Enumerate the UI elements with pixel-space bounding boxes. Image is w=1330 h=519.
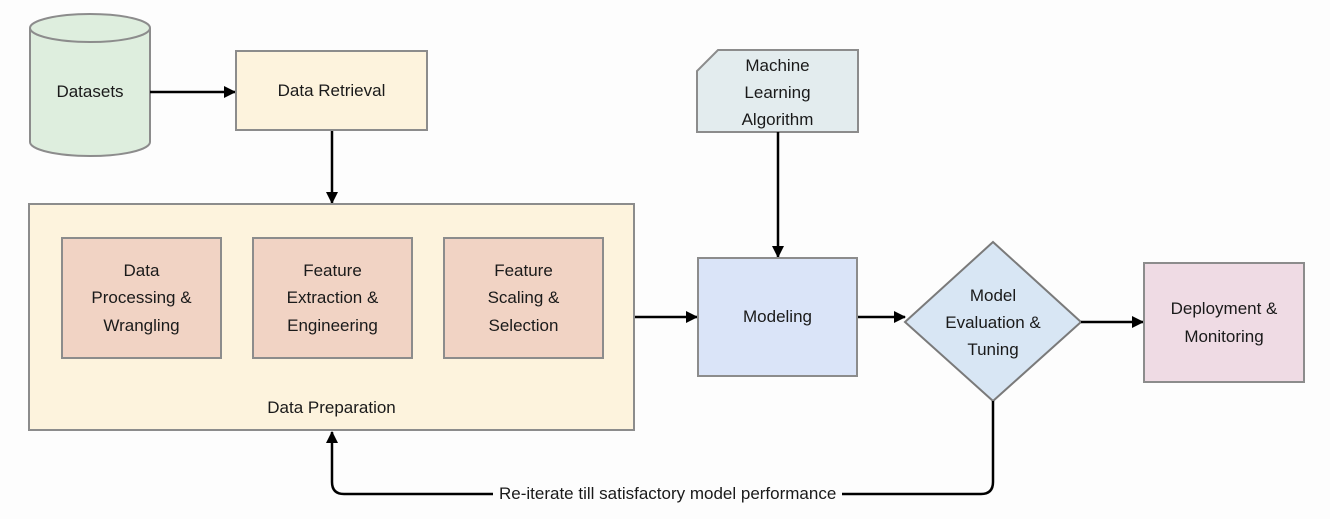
- evaluation-label: Model Evaluation & Tuning: [945, 286, 1041, 359]
- processing-wrangling-box: Data Processing & Wrangling: [61, 237, 222, 359]
- data-preparation-container: Data Processing & Wrangling Feature Extr…: [28, 203, 635, 431]
- modeling-label: Modeling: [743, 307, 812, 327]
- datasets-label: Datasets: [56, 82, 124, 101]
- deployment-label: Deployment & Monitoring: [1170, 299, 1278, 346]
- processing-wrangling-label: Data Processing & Wrangling: [91, 261, 192, 335]
- feature-scaling-box: Feature Scaling & Selection: [443, 237, 604, 359]
- feature-scaling-label: Feature Scaling & Selection: [487, 261, 560, 335]
- datasets-cylinder: [29, 13, 151, 157]
- feature-extraction-label: Feature Extraction & Engineering: [286, 261, 379, 335]
- feedback-label: Re-iterate till satisfactory model perfo…: [493, 483, 843, 505]
- modeling-box: Modeling: [697, 257, 858, 377]
- ml-algorithm-label: Machine Learning Algorithm: [741, 56, 814, 129]
- data-preparation-label: Data Preparation: [267, 398, 396, 417]
- data-retrieval-box: Data Retrieval: [235, 50, 428, 131]
- deployment-box: Deployment & Monitoring: [1143, 262, 1305, 383]
- feature-extraction-box: Feature Extraction & Engineering: [252, 237, 413, 359]
- data-retrieval-label: Data Retrieval: [277, 80, 386, 100]
